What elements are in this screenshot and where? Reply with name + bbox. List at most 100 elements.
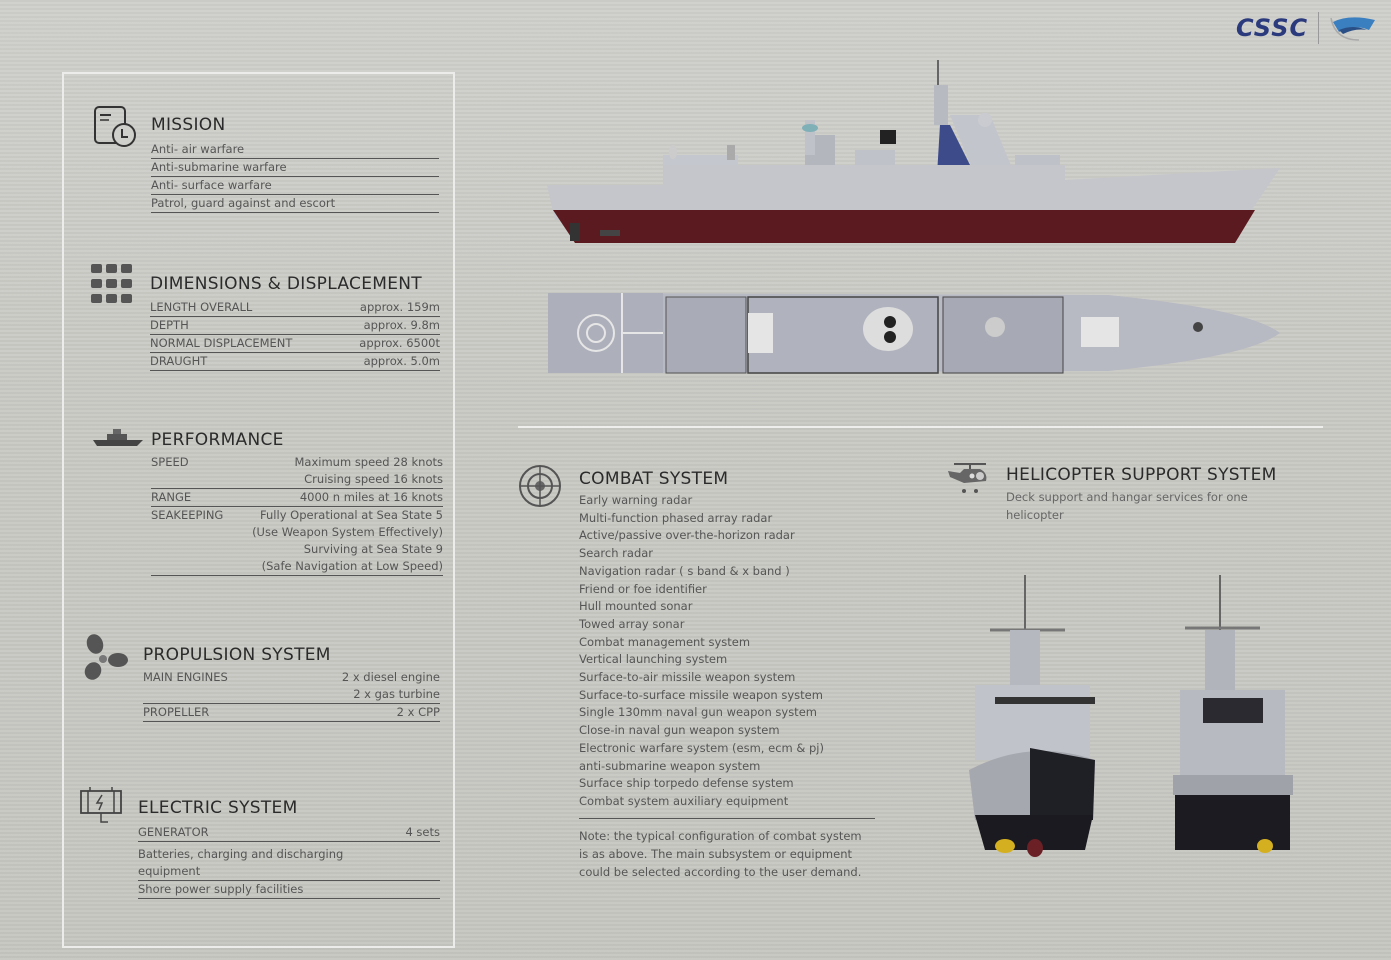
- engines-value: 2 x diesel engine: [341, 670, 440, 684]
- combat-list: Early warning radar Multi-function phase…: [579, 492, 879, 811]
- grid-icon: [91, 264, 132, 303]
- dimension-value: approx. 6500t: [359, 336, 440, 350]
- wave-emblem-icon: [1330, 17, 1376, 41]
- dimensions-title: DIMENSIONS & DISPLACEMENT: [150, 274, 422, 294]
- range-label: RANGE: [151, 490, 192, 504]
- logo-text: CSSC: [1236, 14, 1309, 42]
- combat-item: Combat management system: [579, 634, 751, 649]
- dimension-label: DRAUGHT: [150, 354, 208, 368]
- combat-section: COMBAT SYSTEM Early warning radar Multi-…: [579, 469, 879, 881]
- range-value: 4000 n miles at 16 knots: [299, 490, 443, 504]
- target-icon: [519, 465, 561, 507]
- ship-top-view-image: [548, 293, 1280, 374]
- dimension-row: DRAUGHT approx. 5.0m: [150, 353, 440, 371]
- propeller-label: PROPELLER: [143, 705, 210, 719]
- performance-title: PERFORMANCE: [151, 430, 284, 450]
- propeller-value: 2 x CPP: [396, 705, 440, 719]
- combat-item: Towed array sonar: [579, 616, 685, 631]
- mission-section: MISSION Anti- air warfare Anti-submarine…: [151, 115, 439, 213]
- combat-item: Single 130mm naval gun weapon system: [579, 705, 817, 720]
- dimension-row: NORMAL DISPLACEMENT approx. 6500t: [150, 335, 440, 353]
- combat-item: Combat system auxiliary equipment: [579, 793, 789, 808]
- dimension-value: approx. 159m: [359, 300, 440, 314]
- helicopter-icon: [948, 463, 987, 493]
- dimension-label: DEPTH: [150, 318, 189, 332]
- mission-item: Patrol, guard against and escort: [151, 195, 439, 213]
- engines-label: MAIN ENGINES: [143, 670, 228, 684]
- engines-row: MAIN ENGINES 2 x diesel engine: [143, 669, 440, 686]
- electric-item: equipment: [138, 863, 440, 881]
- combat-item: Hull mounted sonar: [579, 599, 693, 614]
- generator-label: GENERATOR: [138, 825, 209, 839]
- speed-row: SPEED Maximum speed 28 knots: [151, 454, 443, 471]
- mission-title: MISSION: [151, 115, 226, 135]
- combat-item: Navigation radar ( s band & x band ): [579, 563, 790, 578]
- helicopter-title: HELICOPTER SUPPORT SYSTEM: [1006, 465, 1277, 485]
- dimension-row: LENGTH OVERALL approx. 159m: [150, 299, 440, 317]
- mission-item: Anti- air warfare: [151, 141, 439, 159]
- dimension-label: LENGTH OVERALL: [150, 300, 253, 314]
- range-row: RANGE 4000 n miles at 16 knots: [151, 489, 443, 507]
- dimension-value: approx. 5.0m: [363, 354, 440, 368]
- combat-note: Note: the typical configuration of comba…: [579, 829, 862, 880]
- propulsion-section: PROPULSION SYSTEM MAIN ENGINES 2 x diesel…: [143, 645, 440, 722]
- helicopter-section: HELICOPTER SUPPORT SYSTEM Deck support a…: [1006, 465, 1281, 524]
- ship-stern-view-image: [1173, 575, 1293, 853]
- speed-row-2: Cruising speed 16 knots: [151, 471, 443, 489]
- combat-item: Vertical launching system: [579, 652, 728, 667]
- combat-item: Surface-to-air missile weapon system: [579, 670, 796, 685]
- battery-bolt-icon: [80, 787, 122, 823]
- combat-item: Close-in naval gun weapon system: [579, 723, 780, 738]
- combat-item: anti-submarine weapon system: [579, 758, 761, 773]
- ship-icon: [93, 429, 143, 446]
- seakeeping-label: SEAKEEPING: [151, 508, 224, 522]
- dimension-label: NORMAL DISPLACEMENT: [150, 336, 293, 350]
- seakeeping-value: Surviving at Sea State 9: [303, 542, 443, 556]
- mission-item: Anti- surface warfare: [151, 177, 439, 195]
- combat-item: Friend or foe identifier: [579, 581, 707, 596]
- specs-panel: [62, 72, 455, 948]
- engines-value: 2 x gas turbine: [353, 687, 440, 701]
- combat-title: COMBAT SYSTEM: [579, 469, 729, 489]
- seakeeping-value: (Use Weapon System Effectively): [252, 525, 443, 539]
- electric-title: ELECTRIC SYSTEM: [138, 798, 298, 818]
- mission-item: Anti-submarine warfare: [151, 159, 439, 177]
- speed-label: SPEED: [151, 455, 189, 469]
- combat-item: Multi-function phased array radar: [579, 510, 773, 525]
- combat-item: Active/passive over-the-horizon radar: [579, 528, 795, 543]
- ship-side-view-image: [547, 60, 1280, 243]
- electric-item: Batteries, charging and discharging: [138, 847, 344, 861]
- electric-section: ELECTRIC SYSTEM GENERATOR 4 sets Batterie…: [138, 798, 440, 899]
- cssc-logo: CSSC: [1236, 12, 1379, 44]
- seakeeping-row-2: (Use Weapon System Effectively): [151, 524, 443, 541]
- combat-item: Surface-to-surface missile weapon system: [579, 687, 823, 702]
- dimension-row: DEPTH approx. 9.8m: [150, 317, 440, 335]
- speed-cruise: Cruising speed 16 knots: [304, 472, 443, 486]
- combat-item: Search radar: [579, 546, 654, 561]
- propeller-row: PROPELLER 2 x CPP: [143, 704, 440, 722]
- electric-item: Shore power supply facilities: [138, 881, 440, 899]
- generator-value: 4 sets: [405, 825, 440, 839]
- seakeeping-value: Fully Operational at Sea State 5: [260, 508, 443, 522]
- combat-item: Surface ship torpedo defense system: [579, 776, 794, 791]
- engines-row-2: 2 x gas turbine: [143, 686, 440, 704]
- generator-row: GENERATOR 4 sets: [138, 824, 440, 842]
- dimensions-section: DIMENSIONS & DISPLACEMENT LENGTH OVERALL…: [150, 274, 440, 371]
- section-divider: [518, 426, 1323, 428]
- seakeeping-row-3: Surviving at Sea State 9: [151, 541, 443, 558]
- logo-separator: [1318, 12, 1320, 44]
- document-clock-icon: [94, 106, 136, 147]
- seakeeping-row-4: (Safe Navigation at Low Speed): [151, 558, 443, 576]
- speed-max: Maximum speed 28 knots: [294, 455, 444, 469]
- ship-bow-view-image: [969, 575, 1095, 857]
- seakeeping-row: SEAKEEPING Fully Operational at Sea State…: [151, 507, 443, 524]
- propulsion-title: PROPULSION SYSTEM: [143, 645, 331, 665]
- dimension-value: approx. 9.8m: [363, 318, 440, 332]
- combat-item: Early warning radar: [579, 493, 693, 507]
- combat-item: Electronic warfare system (esm, ecm & pj…: [579, 740, 824, 755]
- helicopter-description: Deck support and hangar services for one…: [1006, 490, 1248, 522]
- combat-note-rule: [579, 817, 875, 820]
- propeller-icon: [84, 634, 128, 680]
- seakeeping-value: (Safe Navigation at Low Speed): [261, 559, 443, 573]
